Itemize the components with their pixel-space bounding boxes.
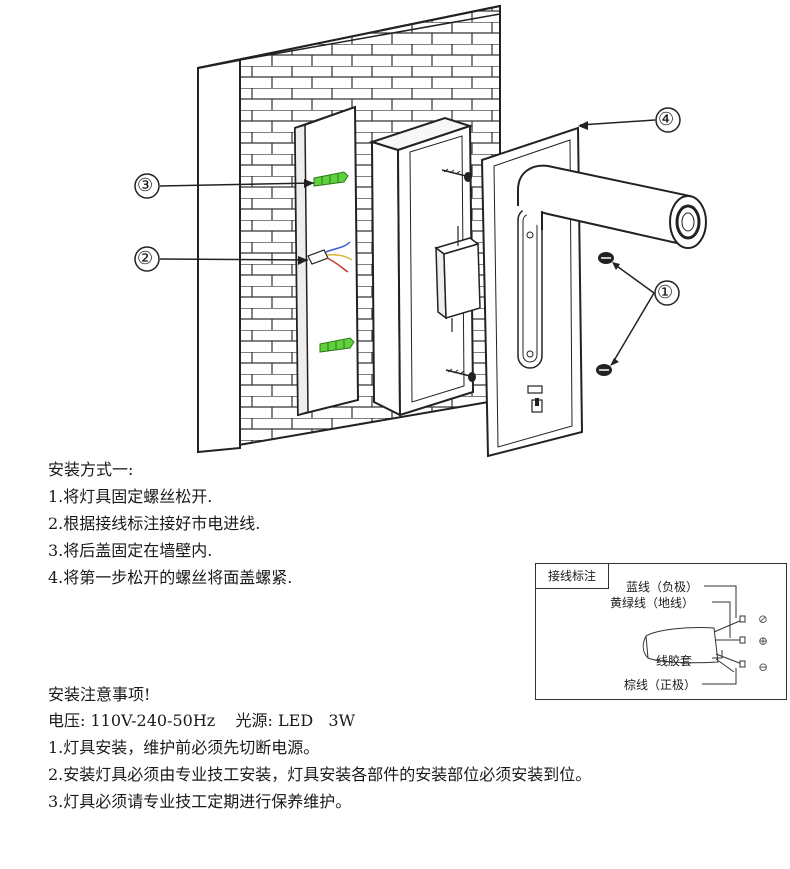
leader-lines — [159, 119, 656, 365]
note-1: 1.灯具安装，维护前必须先切断电源。 — [48, 738, 320, 757]
note-2: 2.安装灯具必须由专业技工安装，灯具安装各部件的安装部位必须安装到位。 — [48, 765, 592, 784]
wiring-title: 接线标注 — [536, 564, 609, 589]
mains-wires — [307, 241, 353, 273]
install-title: 安装方式一: — [48, 460, 134, 479]
callout-2 — [134, 246, 160, 272]
install-step-4: 4.将第一步松开的螺丝将面盖螺紧. — [48, 568, 293, 587]
negative-symbol: ⊖ — [758, 660, 769, 674]
wire-yellow-green-label: 黄绿线（地线） — [610, 596, 695, 610]
screw-top — [441, 168, 472, 182]
positive-symbol: ⊕ — [758, 634, 769, 648]
wall-anchor-top — [313, 171, 349, 187]
wire-sleeve-label: 线胶套 — [656, 654, 693, 668]
front-screw-bottom — [596, 364, 612, 376]
leader-arrowheads — [298, 121, 620, 366]
wall-anchor-bottom — [319, 337, 355, 353]
wiring-legend: 接线标注 蓝线（负极） 黄绿线（地线） 线胶套 棕线（正极） ⊘ ⊕ ⊖ — [535, 563, 787, 700]
front-screw-top — [598, 252, 614, 264]
spec-line: 电压: 110V-240-50Hz 光源: LED 3W — [48, 711, 356, 730]
install-step-2: 2.根据接线标注接好市电进线. — [48, 514, 261, 533]
led-driver — [434, 226, 481, 332]
callout-1 — [654, 280, 680, 306]
ground-symbol: ⊘ — [758, 612, 769, 626]
note-3: 3.灯具必须请专业技工定期进行保养维护。 — [48, 792, 352, 811]
callout-4 — [655, 107, 681, 133]
callout-3-label: ③ — [137, 175, 154, 196]
back-box — [368, 116, 475, 417]
wire-blue-label: 蓝线（负极） — [626, 580, 699, 594]
installation-diagram — [134, 4, 707, 458]
callout-2-label: ② — [137, 248, 154, 269]
wire-brown-label: 棕线（正极） — [624, 678, 697, 692]
callout-1-label: ① — [657, 282, 674, 303]
wiring-sketch — [642, 585, 746, 685]
notes-title: 安装注意事项! — [48, 685, 151, 704]
install-step-3: 3.将后盖固定在墙壁内. — [48, 541, 213, 560]
callout-3 — [134, 173, 160, 199]
install-step-1: 1.将灯具固定螺丝松开. — [48, 487, 213, 506]
screw-bottom — [445, 368, 476, 382]
reading-lamp-arm — [517, 164, 707, 249]
callout-4-label: ④ — [658, 109, 675, 130]
